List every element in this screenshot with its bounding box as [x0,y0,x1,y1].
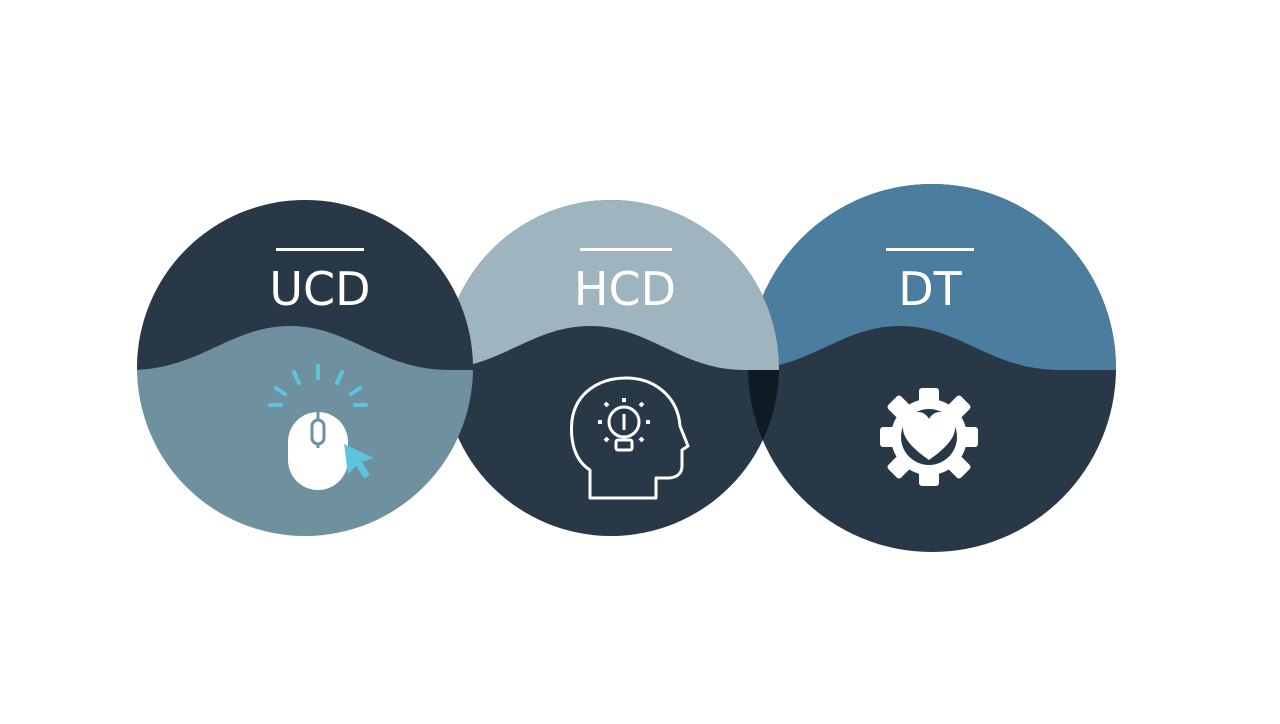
mouse-click-icon [268,364,374,490]
circle-hcd [443,200,779,536]
circle-ucd-title-bar [276,248,364,251]
circle-ucd-label: UCD [269,262,370,316]
head-lightbulb-icon [570,376,690,500]
circle-hcd-title-bar [580,248,672,251]
circle-dt-label: DT [898,262,962,316]
circle-dt-title-bar [886,248,974,251]
lightbulb-gear-icon [598,398,650,452]
circle-dt-top [748,184,1116,370]
heart-gear-icon [880,388,978,486]
circle-ucd [137,200,473,536]
circle-hcd-label: HCD [574,262,676,316]
circle-dt [748,184,1116,552]
